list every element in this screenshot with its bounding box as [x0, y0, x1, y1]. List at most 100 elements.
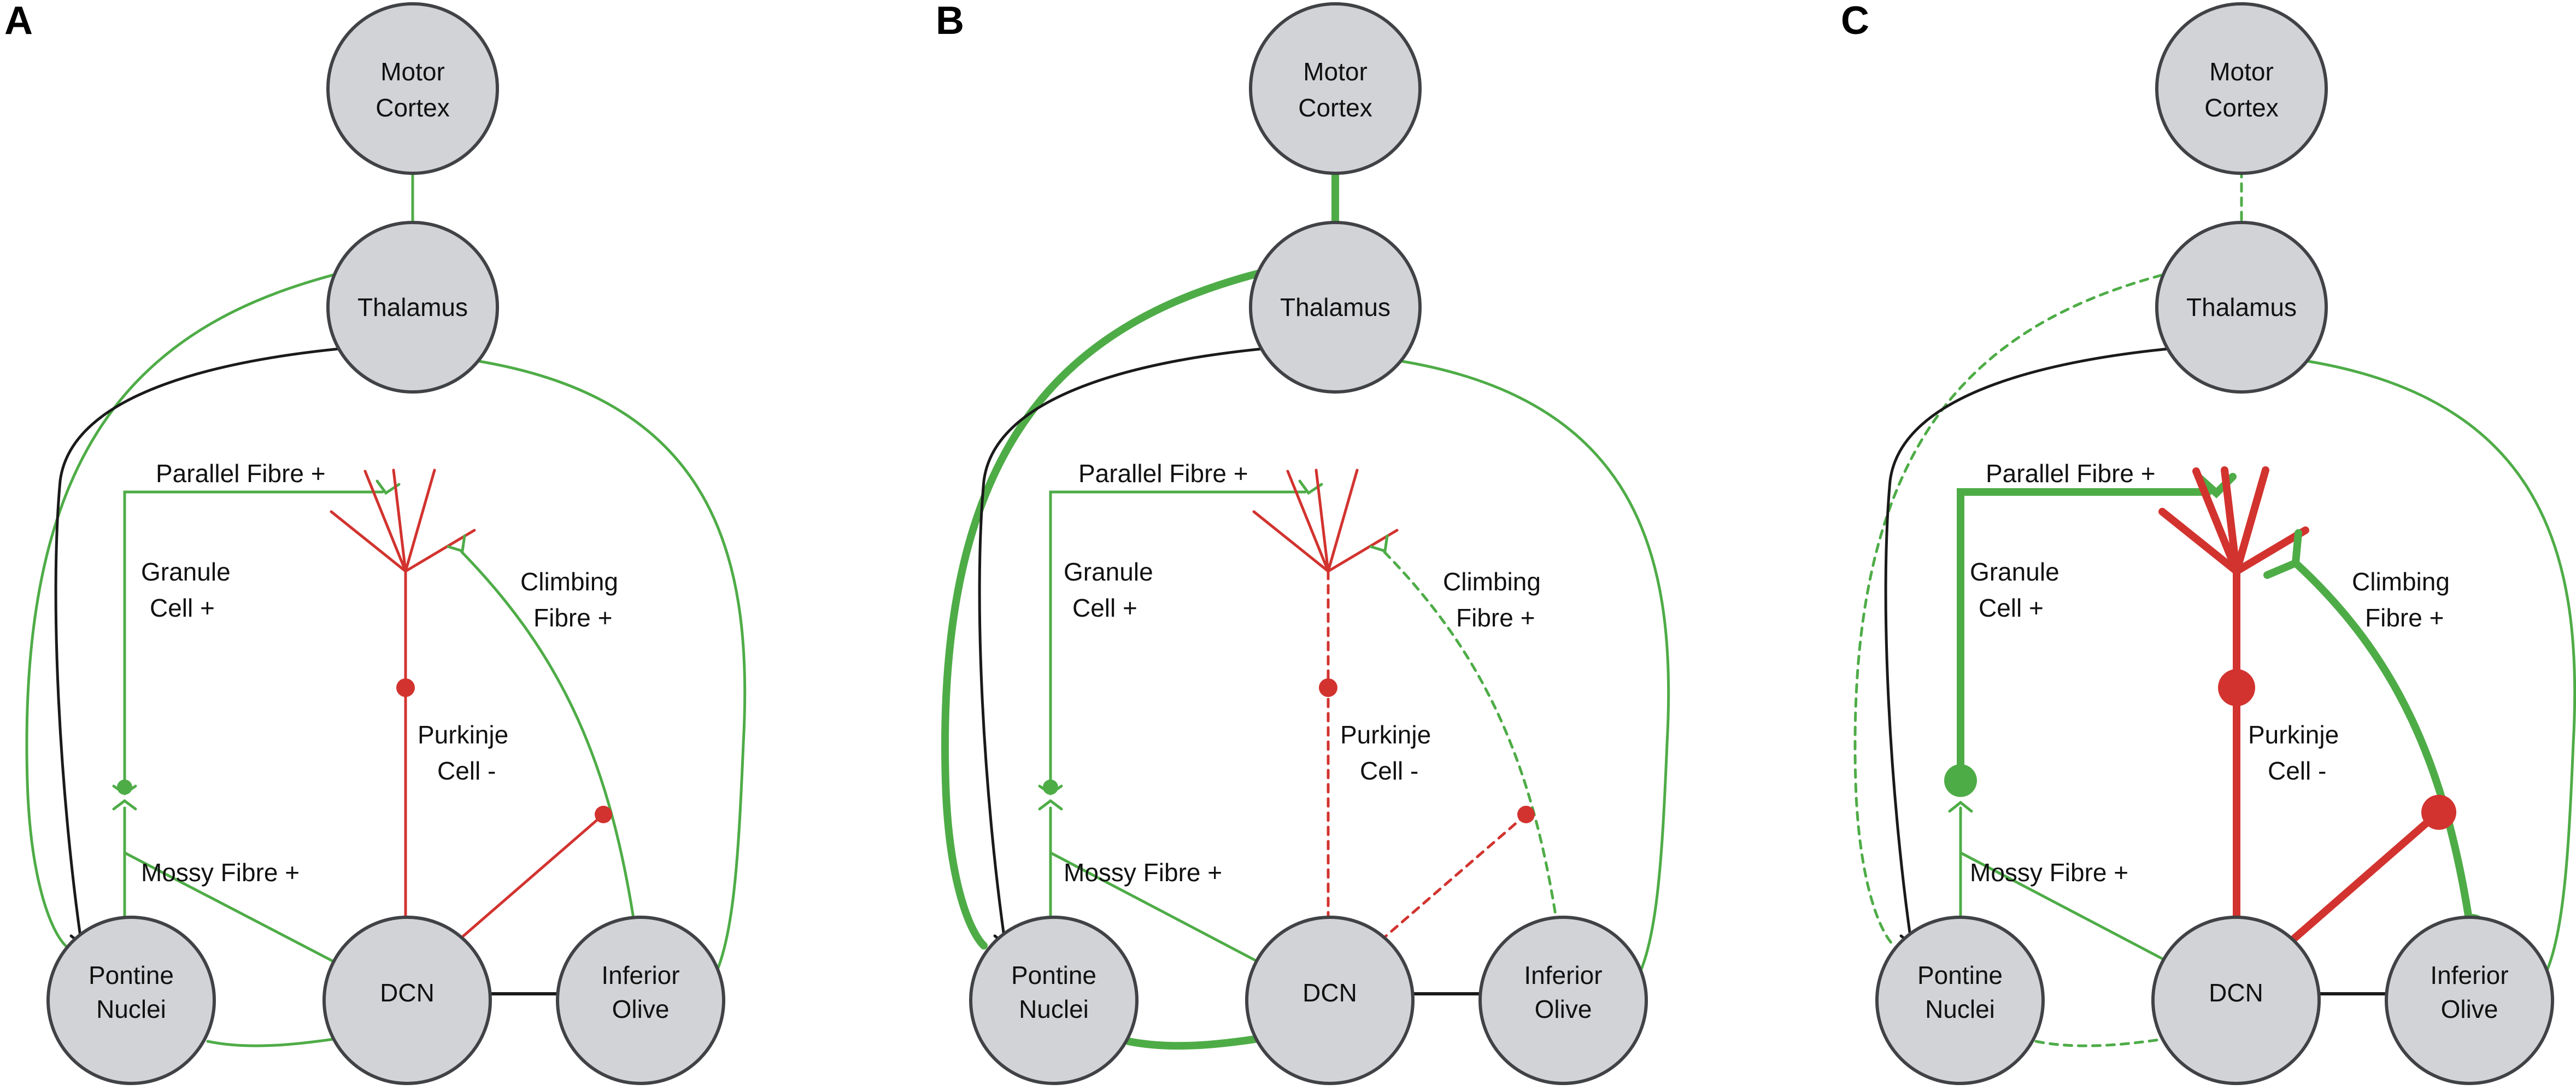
svg-text:Nuclei: Nuclei [1925, 995, 1995, 1023]
dcn-thalamus-pathway [978, 343, 1319, 942]
purkinje-cell-label-line2: Cell - [2268, 757, 2326, 785]
svg-text:Inferior: Inferior [601, 961, 679, 989]
climbing-fibre [1383, 550, 1561, 942]
purkinje-soma [2218, 669, 2255, 706]
climbing-fibre-label-line1: Climbing [2352, 567, 2450, 596]
inferior-olive-node: Inferior Olive [2385, 916, 2554, 1085]
granule-cell-axon [123, 490, 384, 789]
olive-thalamus-pathway [2262, 354, 2576, 998]
purkinje-cell-label-line1: Purkinje [1340, 720, 1431, 749]
purkinje-cell-label-line1: Purkinje [418, 720, 508, 749]
svg-text:Olive: Olive [1535, 995, 1592, 1023]
svg-text:Pontine: Pontine [1917, 961, 2003, 989]
inferior-olive-node: Inferior Olive [556, 916, 725, 1085]
purkinje-cell-label-line2: Cell - [1360, 757, 1418, 785]
granule-cell-axon [1957, 488, 2212, 772]
thalamus-node: Thalamus [326, 221, 499, 394]
granule-cell-label-line2: Cell + [150, 594, 215, 622]
synapse-receptor [1038, 799, 1063, 811]
mossy-collateral [1049, 851, 1292, 980]
climbing-fibre [460, 550, 638, 942]
synapse-terminal [1944, 764, 1977, 797]
purkinje-soma [396, 678, 415, 697]
svg-text:Pontine: Pontine [89, 961, 174, 989]
dcn-thalamus-pathway [54, 343, 396, 942]
synapse-receptor [2263, 529, 2302, 579]
climbing-fibre-label-line1: Climbing [520, 567, 618, 596]
panel-b: B [936, 0, 1670, 1085]
motor-cortex-node: Motor Cortex [326, 2, 499, 175]
synapse-receptor [112, 799, 137, 811]
panel-letter: C [1841, 0, 1869, 43]
svg-text:Thalamus: Thalamus [1280, 293, 1390, 321]
svg-text:Cortex: Cortex [2204, 93, 2278, 122]
svg-text:Nuclei: Nuclei [96, 995, 166, 1023]
synapse-receptor [447, 534, 466, 553]
thalamus-pontine-pathway [1853, 261, 2219, 947]
purkinje-dendrites [1252, 468, 1399, 573]
svg-text:Motor: Motor [380, 57, 445, 86]
svg-text:DCN: DCN [380, 978, 435, 1007]
thalamus-node: Thalamus [2155, 221, 2328, 394]
motor-cortex-node: Motor Cortex [1249, 2, 1422, 175]
synapse-receptor [1038, 784, 1063, 796]
climbing-collateral [441, 813, 605, 956]
climbing-collateral [2273, 808, 2443, 958]
dcn-node: DCN [322, 916, 492, 1085]
dcn-thalamus-pathway [1884, 343, 2225, 942]
parallel-fibre-label: Parallel Fibre + [1078, 459, 1248, 488]
granule-cell-label-line1: Granule [1064, 558, 1153, 586]
dcn-node: DCN [2151, 916, 2321, 1085]
svg-text:Olive: Olive [612, 995, 670, 1023]
climbing-collateral [1364, 813, 1528, 956]
granule-cell-label-line1: Granule [1970, 558, 2059, 586]
svg-text:Pontine: Pontine [1011, 961, 1096, 989]
inferior-olive-node: Inferior Olive [1478, 916, 1648, 1085]
olive-thalamus-pathway [1356, 354, 1670, 998]
svg-text:Cortex: Cortex [375, 93, 449, 122]
svg-text:Inferior: Inferior [2430, 961, 2508, 989]
purkinje-cell-label-line2: Cell - [437, 757, 496, 785]
parallel-fibre-label: Parallel Fibre + [1986, 459, 2156, 488]
mossy-collateral [1959, 851, 2202, 980]
svg-text:Nuclei: Nuclei [1019, 995, 1089, 1023]
climbing-fibre-label-line2: Fibre + [1456, 603, 1535, 632]
panel-letter: B [936, 0, 964, 43]
purkinje-cell-label-line1: Purkinje [2248, 720, 2339, 749]
svg-text:Olive: Olive [2441, 995, 2498, 1023]
synapse-receptor [112, 784, 137, 796]
parallel-fibre-label: Parallel Fibre + [156, 459, 326, 488]
pontine-nuclei-node: Pontine Nuclei [46, 916, 216, 1085]
panel-a: A [4, 0, 747, 1085]
purkinje-dendrites [2158, 466, 2309, 575]
climbing-fibre-label-line1: Climbing [1443, 567, 1541, 596]
climbing-fibre-label-line2: Fibre + [533, 603, 612, 632]
purkinje-soma [1319, 678, 1337, 697]
climbing-fibre [2292, 559, 2474, 933]
granule-cell-label-line2: Cell + [1979, 594, 2044, 622]
svg-text:Cortex: Cortex [1298, 93, 1372, 122]
climbing-fibre-label-line2: Fibre + [2365, 603, 2444, 632]
synapse-receptor [1948, 800, 1973, 813]
svg-text:Thalamus: Thalamus [2186, 293, 2297, 321]
svg-text:Motor: Motor [1303, 57, 1368, 86]
mossy-fibre-label: Mossy Fibre + [1970, 858, 2128, 887]
pontine-nuclei-node: Pontine Nuclei [1875, 916, 2045, 1085]
motor-cortex-node: Motor Cortex [2155, 2, 2328, 175]
granule-cell-axon [1049, 490, 1307, 789]
granule-cell-label-line2: Cell + [1072, 594, 1137, 622]
svg-text:Thalamus: Thalamus [357, 293, 468, 321]
granule-cell-label-line1: Granule [141, 558, 231, 586]
svg-text:DCN: DCN [2209, 978, 2263, 1007]
mossy-fibre-label: Mossy Fibre + [1064, 858, 1222, 887]
synapse-receptor [1369, 534, 1389, 553]
panel-c: C [1841, 0, 2576, 1085]
svg-text:Inferior: Inferior [1524, 961, 1602, 989]
mossy-fibre-label: Mossy Fibre + [141, 858, 300, 887]
svg-text:Motor: Motor [2209, 57, 2274, 86]
thalamus-pontine-pathway [25, 261, 390, 947]
mossy-collateral [123, 851, 368, 980]
thalamus-node: Thalamus [1249, 221, 1422, 394]
